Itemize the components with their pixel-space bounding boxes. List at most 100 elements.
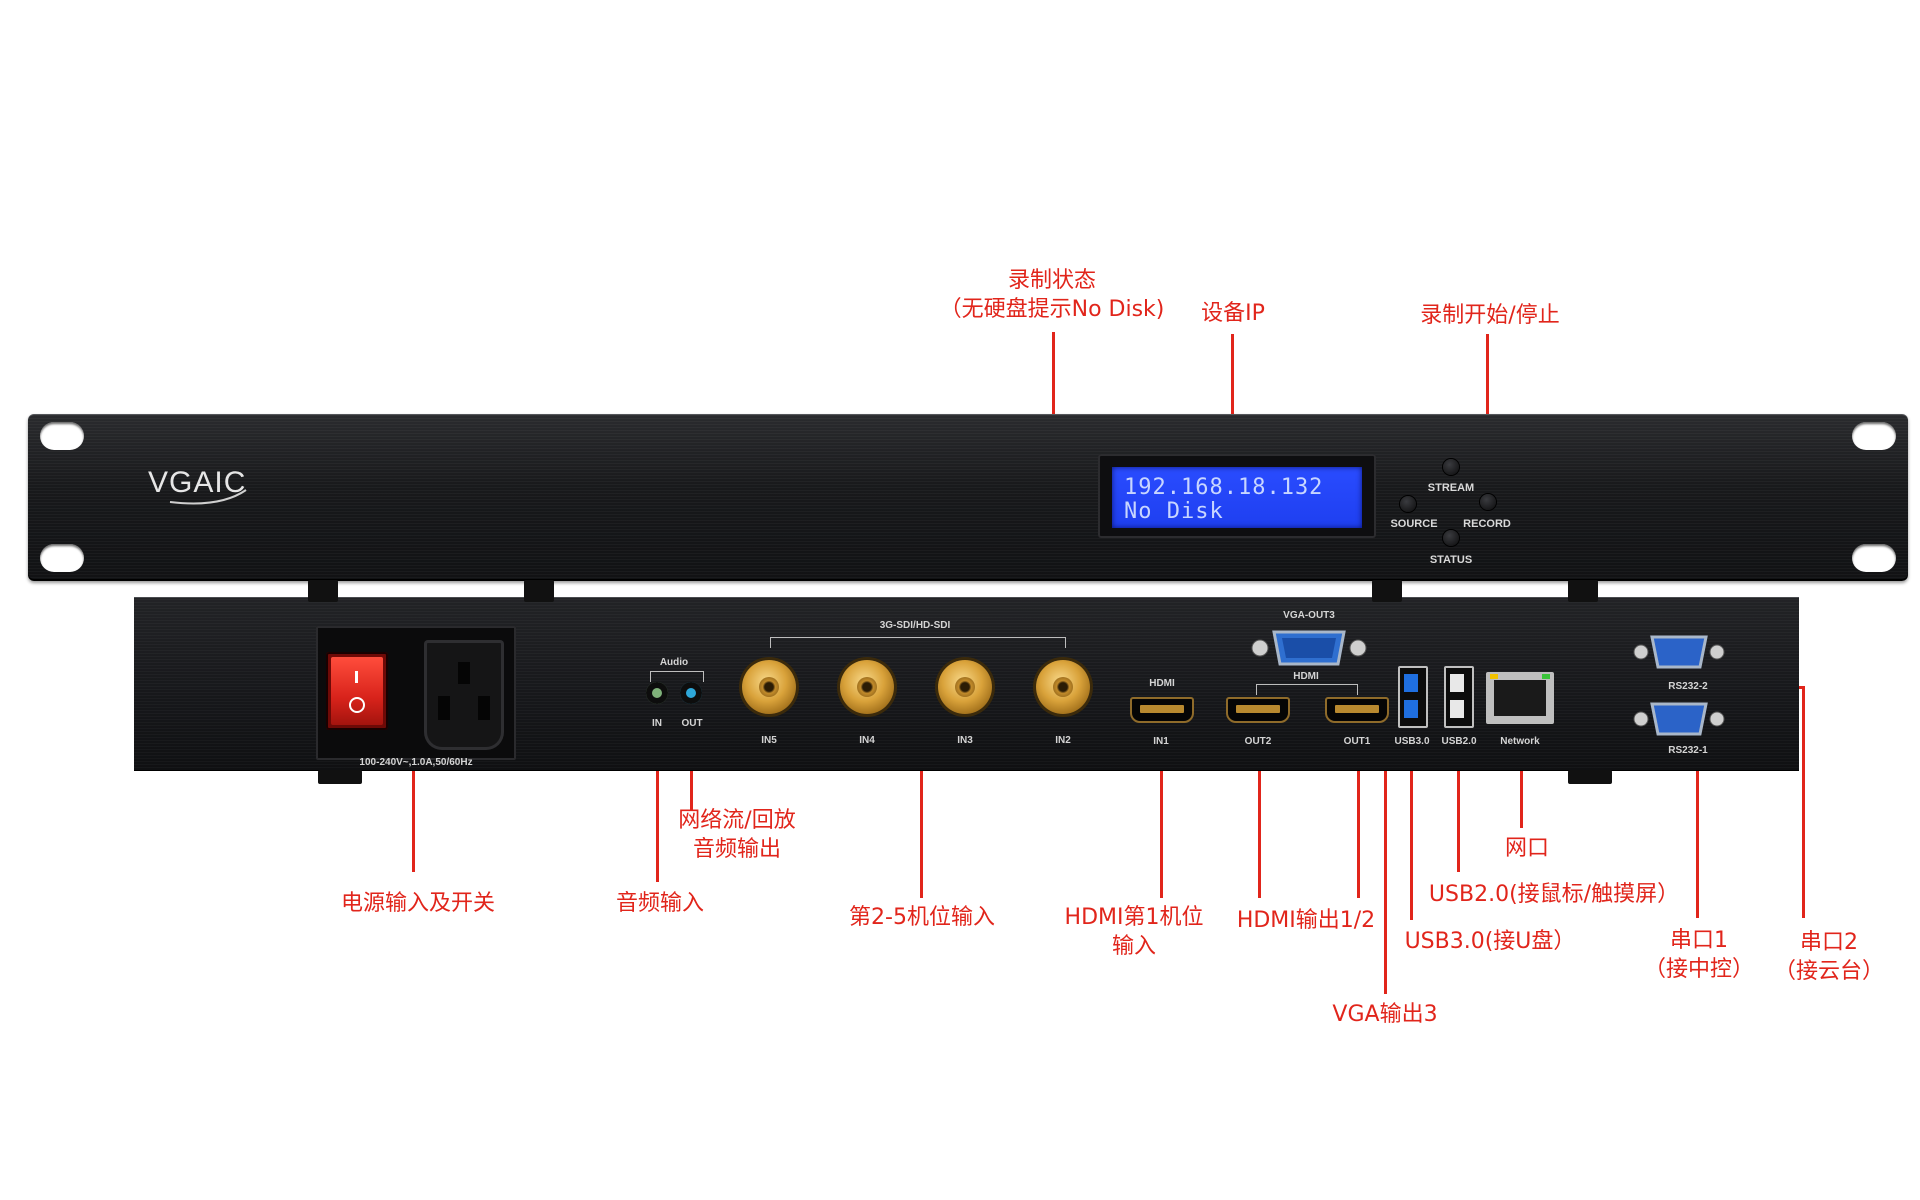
mount-hole-bottom-left — [40, 544, 84, 572]
power-switch-rocker — [331, 657, 383, 725]
label-serial1: 串口1 （接中控） — [1643, 928, 1755, 982]
record-button-label: RECORD — [1463, 518, 1511, 530]
front-foot-1 — [308, 580, 338, 602]
audio-group-label: Audio — [659, 657, 689, 668]
leader-network — [1520, 752, 1523, 828]
rear-foot-right — [1568, 770, 1612, 784]
hdmi-out1-label: OUT1 — [1343, 736, 1371, 747]
hdmi-out2-label: OUT2 — [1244, 736, 1272, 747]
usb2-label: USB2.0 — [1441, 736, 1477, 747]
label-audio-in: 音频输入 — [615, 891, 705, 916]
power-on-mark — [355, 671, 358, 683]
brand-logo: VGAIC — [148, 466, 247, 499]
audio-out-jack[interactable] — [680, 682, 702, 704]
sdi-in4-label: IN4 — [859, 735, 875, 746]
rs232-1-graphic — [1633, 702, 1725, 736]
sdi-in2-connector[interactable] — [1036, 660, 1090, 714]
rs232-1-port[interactable] — [1632, 700, 1726, 738]
hdmi-out-group-label: HDMI — [1293, 671, 1319, 682]
power-socket — [424, 640, 504, 750]
network-port[interactable] — [1486, 672, 1554, 724]
sdi-in5-connector[interactable] — [742, 660, 796, 714]
label-usb2: USB2.0(接鼠标/触摸屏） — [1428, 882, 1680, 907]
status-button-label: STATUS — [1429, 554, 1473, 566]
leader-vga-v — [1384, 614, 1387, 994]
sdi-in3-label: IN3 — [957, 735, 973, 746]
rs232-2-port[interactable] — [1632, 633, 1726, 671]
socket-pin-left — [438, 696, 450, 720]
sdi-in5-label: IN5 — [761, 735, 777, 746]
label-hdmi-in: HDMI第1机位 输入 — [1064, 905, 1204, 959]
audio-in-label: IN — [652, 718, 662, 729]
usb3-tongue-top — [1404, 674, 1418, 692]
usb3-tongue-bottom — [1404, 700, 1418, 718]
power-rating: 100-240V~,1.0A,50/60Hz — [359, 757, 473, 768]
leader-device-ip — [1231, 334, 1234, 470]
stream-button-label: STREAM — [1427, 482, 1475, 494]
label-hdmi-out: HDMI输出1/2 — [1236, 908, 1376, 933]
audio-bracket — [650, 671, 704, 682]
network-led-left — [1490, 674, 1498, 679]
front-foot-4 — [1568, 580, 1598, 602]
network-jack-opening — [1494, 680, 1546, 716]
label-power: 电源输入及开关 — [340, 891, 496, 916]
hdmi-out-bracket — [1256, 684, 1358, 695]
usb3-port[interactable] — [1398, 666, 1428, 728]
stream-button[interactable] — [1443, 459, 1459, 475]
lcd-line-status: No Disk — [1124, 499, 1224, 524]
status-button[interactable] — [1443, 530, 1459, 546]
mount-hole-top-left — [40, 422, 84, 450]
usb3-label: USB3.0 — [1394, 736, 1430, 747]
label-recording-status: 录制状态 （无硬盘提示No Disk) — [939, 268, 1165, 322]
rear-foot-left — [318, 770, 362, 784]
rs232-2-graphic — [1633, 635, 1725, 669]
label-sdi-inputs: 第2-5机位输入 — [849, 905, 995, 930]
sdi-bracket — [770, 637, 1066, 648]
record-button[interactable] — [1480, 494, 1496, 510]
hdmi-in1-label: IN1 — [1153, 736, 1169, 747]
mount-hole-bottom-right — [1852, 544, 1896, 572]
hdmi-out2-port[interactable] — [1226, 697, 1290, 723]
front-foot-3 — [1372, 580, 1402, 602]
label-usb3: USB3.0(接U盘） — [1404, 929, 1576, 954]
leader-usb2 — [1457, 752, 1460, 872]
socket-pin-right — [478, 696, 490, 720]
rs232-2-label: RS232-2 — [1668, 681, 1708, 692]
network-led-right — [1542, 674, 1550, 679]
hdmi-in1-port[interactable] — [1130, 697, 1194, 723]
sdi-in2-label: IN2 — [1055, 735, 1071, 746]
vga-port[interactable] — [1250, 628, 1368, 668]
usb2-port[interactable] — [1444, 666, 1474, 728]
power-switch[interactable] — [326, 652, 388, 730]
mount-hole-top-right — [1852, 422, 1896, 450]
label-record-start-stop: 录制开始/停止 — [1420, 303, 1560, 328]
label-network: 网口 — [1504, 836, 1550, 861]
lcd-line-ip: 192.168.18.132 — [1124, 475, 1324, 500]
usb2-tongue-bottom — [1450, 700, 1464, 718]
source-button-label: SOURCE — [1390, 518, 1438, 530]
audio-in-jack[interactable] — [646, 682, 668, 704]
leader-audio-out — [690, 770, 693, 810]
source-button[interactable] — [1400, 496, 1416, 512]
front-foot-2 — [524, 580, 554, 602]
brand-swoosh-icon — [169, 489, 247, 505]
sdi-in3-connector[interactable] — [938, 660, 992, 714]
leader-hdmi-out2 — [1258, 752, 1261, 898]
sdi-group-label: 3G-SDI/HD-SDI — [879, 620, 951, 631]
leader-usb3 — [1410, 752, 1413, 920]
leader-power — [412, 770, 415, 872]
leader-sdi — [920, 754, 923, 898]
leader-rs232-1 — [1696, 752, 1699, 918]
hdmi-out1-port[interactable] — [1325, 697, 1389, 723]
vga-label: VGA-OUT3 — [1283, 610, 1335, 621]
sdi-in4-connector[interactable] — [840, 660, 894, 714]
usb2-tongue-top — [1450, 674, 1464, 692]
label-vga-out: VGA输出3 — [1332, 1002, 1438, 1027]
label-serial2: 串口2 （接云台） — [1773, 930, 1885, 984]
leader-rs232-2-v — [1802, 686, 1805, 918]
network-label: Network — [1500, 736, 1540, 747]
leader-hdmi-out1 — [1357, 752, 1360, 898]
lcd-display — [1112, 467, 1362, 528]
rs232-1-label: RS232-1 — [1668, 745, 1708, 756]
label-audio-out: 网络流/回放 音频输出 — [678, 808, 796, 862]
